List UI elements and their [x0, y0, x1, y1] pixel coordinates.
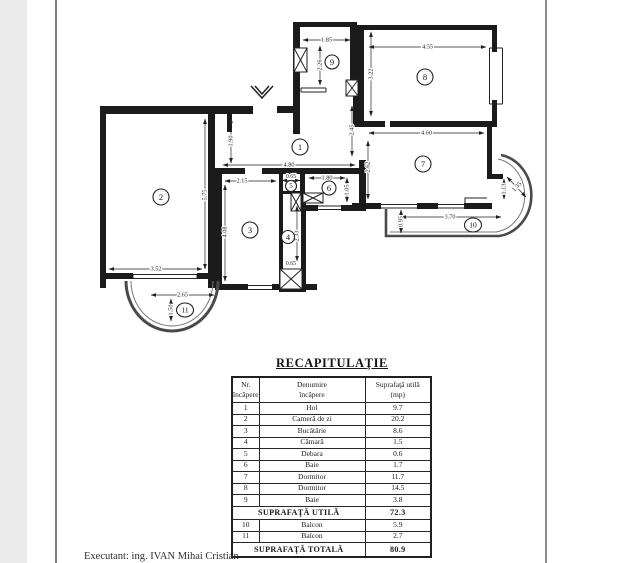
dim-label: 1.50 [168, 304, 175, 315]
x-box [290, 192, 302, 212]
svg-text:1: 1 [298, 142, 302, 152]
windows [132, 47, 503, 290]
subtotal-value: 72.3 [364, 505, 432, 520]
balcony-11-inner [130, 280, 214, 327]
x-box [302, 192, 324, 204]
dim-label: 1.90 [228, 135, 235, 146]
dim-label: 4.08 [222, 226, 229, 237]
svg-text:11: 11 [181, 306, 188, 315]
balcony-10-outline [384, 153, 533, 238]
room-badge-11: 11 [175, 302, 195, 318]
shaft-x-boxes [279, 47, 359, 290]
balcony-10-inner [390, 158, 526, 233]
dim-label: 1.13 [501, 183, 508, 194]
dim-label: 4.80 [283, 162, 294, 169]
svg-text:4: 4 [286, 232, 291, 242]
dim-label: 4.60 [421, 130, 432, 137]
col-header-suprafata: Suprafaţă utilă(mp) [364, 376, 432, 403]
entrance-arrow-icon [250, 85, 274, 100]
x-box [345, 79, 359, 97]
subtotal-row: SUPRAFAŢĂ UTILĂ 72.3 [231, 505, 432, 520]
dimension-lines [108, 31, 527, 322]
room-badge-9: 9 [324, 54, 340, 70]
room-badge-1: 1 [291, 138, 309, 156]
svg-text:10: 10 [469, 221, 477, 230]
room-badge-3: 3 [241, 221, 259, 239]
room-badge-5: 5 [284, 179, 298, 193]
dim-label: 1.85 [321, 37, 332, 44]
dim-label: 3.22 [368, 68, 375, 79]
x-box [279, 268, 303, 290]
svg-text:2: 2 [159, 192, 163, 202]
dim-label: 2.45 [349, 124, 356, 135]
room-badge-4: 4 [280, 229, 296, 245]
svg-text:5: 5 [289, 182, 293, 190]
svg-text:8: 8 [423, 72, 427, 82]
total-row: SUPRAFAŢĂ TOTALĂ 80.9 [231, 542, 432, 557]
svg-text:6: 6 [327, 183, 331, 193]
page-border-right [545, 0, 547, 563]
room-badge-7: 7 [414, 155, 432, 173]
dim-label: 3.70 [444, 214, 455, 221]
page-border-left [55, 0, 57, 563]
room-number-badges: 1 2 3 4 5 6 7 8 9 10 11 [152, 54, 483, 318]
col-header-nr: Nr.încăpere [231, 376, 260, 403]
dim-label: 2.26 [317, 59, 324, 70]
dim-label: 2.15 [236, 178, 247, 185]
floor-plan: 1.85 2.26 4.55 3.22 4.60 2.62 2.45 1.90 … [100, 22, 533, 333]
room-badge-10: 10 [463, 217, 483, 233]
scan-margin [0, 0, 27, 563]
balcony-11-outline [124, 280, 220, 333]
total-value: 80.9 [364, 542, 432, 557]
balconies [124, 153, 533, 333]
recap-title: RECAPITULAŢIE [276, 356, 388, 370]
room-badge-6: 6 [321, 180, 337, 196]
dim-label: 0.95 [398, 216, 405, 227]
dim-label: 1.05 [344, 184, 351, 195]
dimension-labels: 1.85 2.26 4.55 3.22 4.60 2.62 2.45 1.90 … [149, 35, 524, 316]
dim-label: 3.52 [150, 266, 161, 273]
room-badge-2: 2 [152, 188, 170, 206]
dim-label: 2.62 [365, 161, 372, 172]
svg-text:7: 7 [421, 159, 425, 169]
x-box [293, 47, 308, 73]
total-label: SUPRAFAŢĂ TOTALĂ [231, 542, 366, 557]
subtotal-label: SUPRAFAŢĂ UTILĂ [231, 505, 366, 520]
svg-text:9: 9 [330, 57, 334, 67]
room-badge-8: 8 [416, 68, 434, 86]
dim-label: 4.55 [422, 44, 433, 51]
dim-label: 2.65 [177, 292, 188, 299]
dim-label: 1.80 [321, 175, 332, 182]
dim-label: 5.75 [202, 189, 209, 200]
dim-label: 2.33 [294, 230, 301, 241]
executant-note: Executant: ing. IVAN Mihai Cristian [84, 551, 239, 562]
svg-text:3: 3 [248, 225, 252, 235]
dim-label: 0.65 [286, 174, 296, 180]
dim-label: 0.65 [286, 261, 296, 267]
